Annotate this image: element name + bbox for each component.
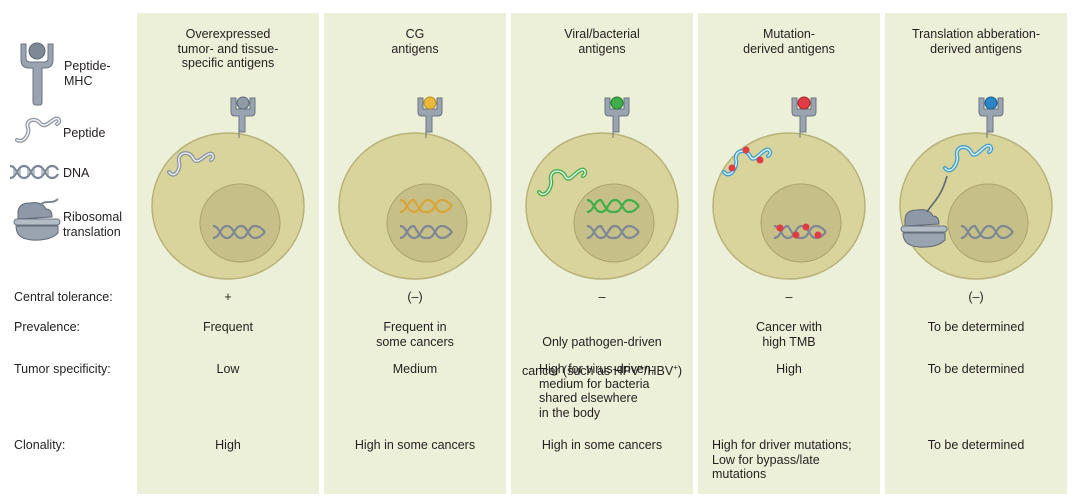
- ribosome-icon: [13, 198, 61, 241]
- row-label-clonality: Clonality:: [14, 438, 66, 452]
- legend-label-dna: DNA: [63, 166, 90, 180]
- cell-tumor-specificity: Medium: [392, 362, 438, 376]
- prevalence-line-1: Only pathogen-driven: [542, 334, 662, 349]
- legend-label-ribosome: Ribosomal translation: [63, 210, 123, 239]
- cell-central-tolerance: +: [224, 290, 232, 304]
- cell-illustration: [712, 96, 866, 280]
- column-cg-antigens: CG antigens (–) Frequent in some cancers…: [324, 13, 506, 494]
- cell-central-tolerance: –: [785, 290, 793, 304]
- row-label-central-tolerance: Central tolerance:: [14, 290, 113, 304]
- column-viral-bacterial-antigens: Viral/bacterial antigens – Only pathogen…: [511, 13, 693, 494]
- column-mutation-derived-antigens: Mutation- derived antigens – Cancer with…: [698, 13, 880, 494]
- cell-illustration: [525, 96, 679, 280]
- prevalence-line-2a: cancer (such as HPV: [521, 363, 640, 378]
- column-title: Viral/bacterial antigens: [564, 27, 640, 56]
- legend-label-peptide-mhc: Peptide- MHC: [64, 59, 111, 88]
- prevalence-line-2b: /HBV: [644, 363, 674, 378]
- column-translation-abberation-antigens: Translation abberation- derived antigens…: [885, 13, 1067, 494]
- peptide-mhc-icon: [20, 42, 54, 106]
- cell-illustration: [338, 96, 492, 280]
- cell-prevalence: Frequent: [202, 320, 254, 334]
- cell-illustration: [151, 96, 305, 280]
- prevalence-line-2c: ): [677, 363, 683, 378]
- cell-central-tolerance: (–): [407, 290, 423, 304]
- cell-clonality: High in some cancers: [541, 438, 663, 452]
- dna-icon: [9, 164, 59, 180]
- cell-central-tolerance: (–): [968, 290, 984, 304]
- column-title: Overexpressed tumor- and tissue- specifi…: [177, 27, 279, 70]
- peptide-icon: [15, 116, 62, 143]
- cell-prevalence: Cancer with high TMB: [756, 320, 822, 349]
- hpv-positive-sup: +: [639, 362, 645, 372]
- cell-tumor-specificity: Low: [216, 362, 240, 376]
- column-title: CG antigens: [391, 27, 439, 56]
- cell-prevalence: Only pathogen-driven cancer (such as HPV…: [511, 320, 693, 378]
- row-label-tumor-specificity: Tumor specificity:: [14, 362, 111, 376]
- column-overexpressed-antigens: Overexpressed tumor- and tissue- specifi…: [137, 13, 319, 494]
- cell-clonality: High for driver mutations; Low for bypas…: [712, 438, 852, 481]
- cell-clonality: High: [215, 438, 241, 452]
- cell-prevalence: To be determined: [927, 320, 1025, 334]
- cell-tumor-specificity: High: [776, 362, 802, 376]
- cell-clonality: To be determined: [927, 438, 1025, 452]
- legend-label-peptide: Peptide: [63, 126, 106, 140]
- cell-clonality: High in some cancers: [354, 438, 476, 452]
- column-title: Translation abberation- derived antigens: [911, 27, 1041, 56]
- cell-central-tolerance: –: [598, 290, 606, 304]
- cell-illustration: [899, 96, 1053, 280]
- cell-tumor-specificity: To be determined: [927, 362, 1025, 376]
- cell-tumor-specificity: High for virus-driven; medium for bacter…: [539, 362, 655, 420]
- cell-prevalence: Frequent in some cancers: [376, 320, 454, 349]
- column-title: Mutation- derived antigens: [743, 27, 835, 56]
- row-label-prevalence: Prevalence:: [14, 320, 81, 334]
- hbv-positive-sup: +: [673, 362, 678, 372]
